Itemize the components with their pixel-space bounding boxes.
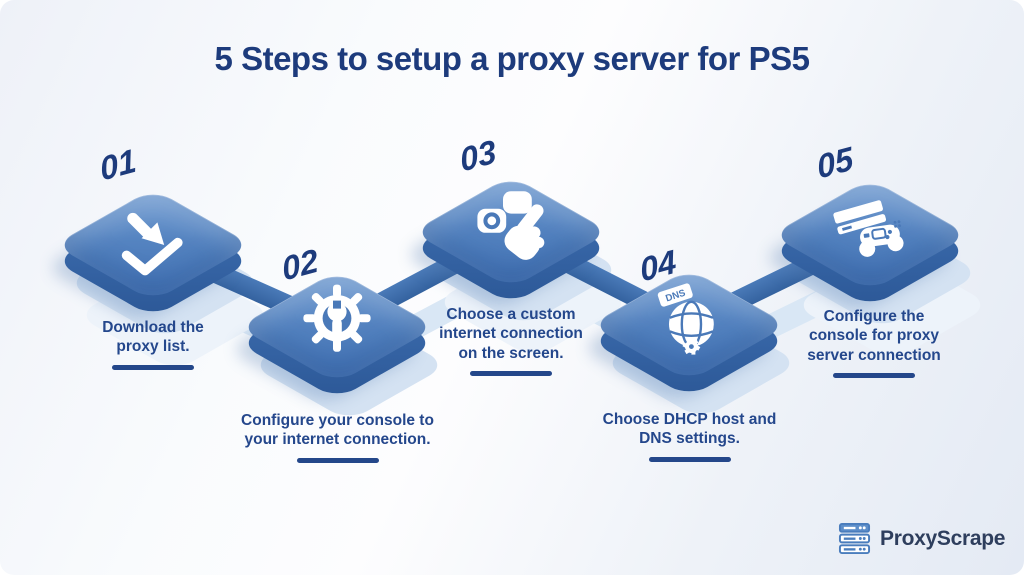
step-4-tile: DNS — [590, 255, 788, 398]
gear-wrench-icon — [297, 281, 377, 361]
step-4-caption: Choose DHCP host and DNS settings. — [597, 410, 782, 462]
touch-tap-icon — [471, 186, 551, 266]
step-3-text: Choose a custom internet connection on t… — [439, 306, 583, 362]
server-stack-icon — [838, 522, 871, 555]
step-2-text: Configure your console to your internet … — [241, 412, 434, 449]
brand-logo: ProxyScrape — [838, 522, 1005, 555]
dns-globe-icon: DNS — [649, 279, 729, 359]
step-3-underline — [470, 371, 552, 377]
page-title: 5 Steps to setup a proxy server for PS5 — [214, 40, 810, 77]
step-5-underline — [833, 373, 915, 379]
download-icon — [113, 199, 193, 279]
step-5-caption: Configure the console for proxy server c… — [794, 307, 954, 379]
step-1-text: Download the proxy list. — [102, 319, 204, 356]
step-1-tile — [54, 175, 252, 318]
step-3-tile — [412, 162, 610, 305]
step-2-caption: Configure your console to your internet … — [230, 411, 445, 463]
step-4-underline — [648, 456, 731, 462]
step-5-tile — [771, 165, 969, 308]
step-5-text: Configure the console for proxy server c… — [807, 308, 941, 364]
step-1-underline — [112, 364, 194, 370]
step-3-caption: Choose a custom internet connection on t… — [431, 305, 591, 377]
step-4-text: Choose DHCP host and DNS settings. — [602, 411, 777, 448]
step-2-underline — [296, 457, 379, 463]
step-2-tile — [238, 257, 436, 400]
step-1-caption: Download the proxy list. — [93, 318, 213, 370]
console-controller-icon — [830, 189, 910, 269]
brand-name: ProxyScrape — [880, 526, 1006, 550]
